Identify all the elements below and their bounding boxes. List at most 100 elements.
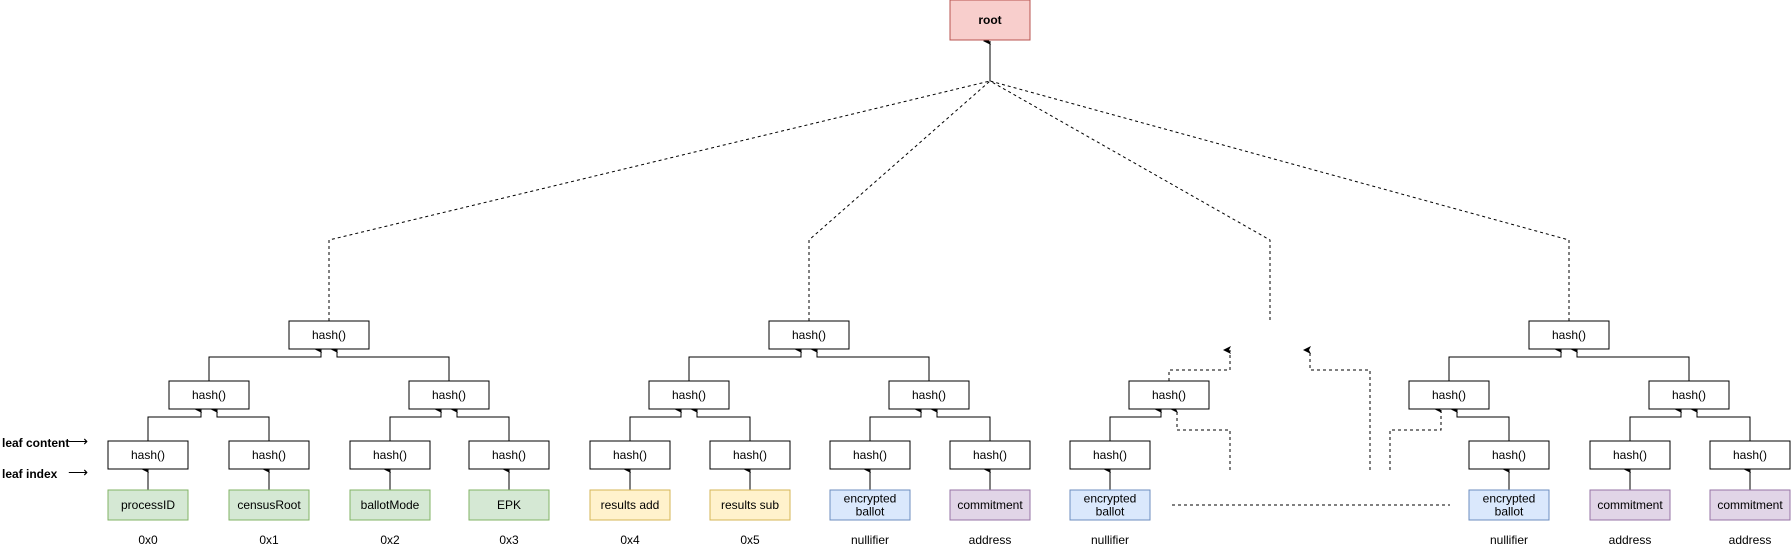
leaf-content-box-label: censusRoot (237, 498, 301, 512)
hash-node-level2: hash() (648, 380, 730, 410)
tree-edges (141, 37, 1751, 506)
leaf-content-box-label: processID (121, 498, 175, 512)
leaf-content-box: commitment (949, 489, 1031, 521)
hash-node-level2: hash() (408, 380, 490, 410)
merge-left-connector (869, 405, 922, 441)
leaf-content-box-label: ballot (1495, 505, 1524, 519)
leaf-content-box-label: encrypted (844, 492, 897, 506)
merge-left-connector (147, 405, 202, 441)
hash-node-level2-label: hash() (192, 388, 226, 402)
hash-node-level1-label: hash() (613, 448, 647, 462)
merge-right-connector (1690, 405, 1751, 441)
hash-node-level1: hash() (228, 440, 310, 470)
hash-node-level3-label: hash() (1552, 328, 1586, 342)
hash-node-level1-label: hash() (853, 448, 887, 462)
leaf-content-box-label: ballot (1096, 505, 1125, 519)
hash-node-level1-label: hash() (1613, 448, 1647, 462)
hash-node-level3-label: hash() (312, 328, 346, 342)
hash-node-level1: hash() (1069, 440, 1151, 470)
leaf-content-box: processID (107, 489, 189, 521)
leaf-index-label: nullifier (1490, 533, 1528, 547)
hash-node-level2-label: hash() (1432, 388, 1466, 402)
leaf-content-box: EPK (468, 489, 550, 521)
leaf-content-box: results add (589, 489, 671, 521)
merge-left-connector (389, 405, 442, 441)
hash-node-level1: hash() (349, 440, 431, 470)
merge-left-connector (1109, 405, 1162, 441)
root-connector-2 (808, 80, 991, 321)
hash-node-level3: hash() (288, 320, 370, 350)
leaf-index-label: nullifier (1091, 533, 1129, 547)
leaf-index-row-label: leaf index (2, 467, 58, 481)
hash-node-level3: hash() (1528, 320, 1610, 350)
hash-node-level2: hash() (1648, 380, 1730, 410)
leaf-content-box-label: results add (601, 498, 660, 512)
ellipsis-left-connector (1168, 346, 1231, 381)
leaf-index-label: 0x0 (138, 533, 158, 547)
merge-left-connector (1448, 345, 1562, 381)
hash-node-level1: hash() (1589, 440, 1671, 470)
root-connector-3 (989, 80, 1271, 320)
merge-right-connector (690, 405, 751, 441)
hash-node-level1-label: hash() (131, 448, 165, 462)
leaf-content-box: commitment (1709, 489, 1791, 521)
leaf-index-label: 0x2 (380, 533, 400, 547)
leaf-content-box: censusRoot (228, 489, 310, 521)
hash-node-level1: hash() (468, 440, 550, 470)
root-connector-1 (328, 80, 991, 321)
merge-right-connector (930, 405, 991, 441)
leaf-index-label: address (1729, 533, 1772, 547)
leaf-content-box-label: commitment (957, 498, 1023, 512)
hash-node-level1: hash() (107, 440, 189, 470)
hash-node-level1: hash() (709, 440, 791, 470)
hash-node-level1: hash() (829, 440, 911, 470)
merge-right-connector (1170, 405, 1231, 470)
merge-right-connector (1450, 405, 1510, 441)
leaf-index-label: address (969, 533, 1012, 547)
merge-right-connector (1570, 345, 1690, 381)
leaf-content-box-label: results sub (721, 498, 779, 512)
hash-node-level2: hash() (1408, 380, 1490, 410)
hash-node-level2-label: hash() (432, 388, 466, 402)
root-node-label: root (978, 13, 1001, 27)
hash-node-level2-label: hash() (1152, 388, 1186, 402)
merge-left-connector (1629, 405, 1682, 441)
hash-node-level1-label: hash() (252, 448, 286, 462)
hash-node-level3-label: hash() (792, 328, 826, 342)
leaf-content-box-label: EPK (497, 498, 521, 512)
hash-node-level2-label: hash() (672, 388, 706, 402)
merge-left-connector (1389, 405, 1442, 470)
leaf-index-label: 0x5 (740, 533, 760, 547)
leaf-content-box: commitment (1589, 489, 1671, 521)
hash-node-level1-label: hash() (973, 448, 1007, 462)
ellipsis-right-connector (1303, 346, 1371, 470)
tree-nodes: rootprocessID0x0censusRoot0x1ballotMode0… (107, 0, 1791, 547)
leaf-index-label: 0x3 (499, 533, 519, 547)
hash-node-level2: hash() (888, 380, 970, 410)
hash-node-level2-label: hash() (1672, 388, 1706, 402)
hash-node-level3: hash() (768, 320, 850, 350)
leaf-content-box-label: ballot (856, 505, 885, 519)
merge-right-connector (810, 345, 930, 381)
leaf-content-row-label: leaf content (2, 436, 70, 450)
hash-node-level2: hash() (1128, 380, 1210, 410)
hash-node-level2: hash() (168, 380, 250, 410)
leaf-content-box: ballotMode (349, 489, 431, 521)
hash-node-level1: hash() (589, 440, 671, 470)
leaf-index-label: 0x4 (620, 533, 640, 547)
hash-node-level1-label: hash() (1733, 448, 1767, 462)
hash-node-level1: hash() (1468, 440, 1550, 470)
leaf-index-label: address (1609, 533, 1652, 547)
hash-node-level1-label: hash() (492, 448, 526, 462)
hash-node-level1-label: hash() (373, 448, 407, 462)
hash-node-level1-label: hash() (1093, 448, 1127, 462)
leaf-content-box-label: encrypted (1084, 492, 1137, 506)
merge-left-connector (208, 345, 322, 381)
hash-node-level1: hash() (949, 440, 1031, 470)
merge-right-connector (210, 405, 270, 441)
hash-node-level1: hash() (1709, 440, 1791, 470)
